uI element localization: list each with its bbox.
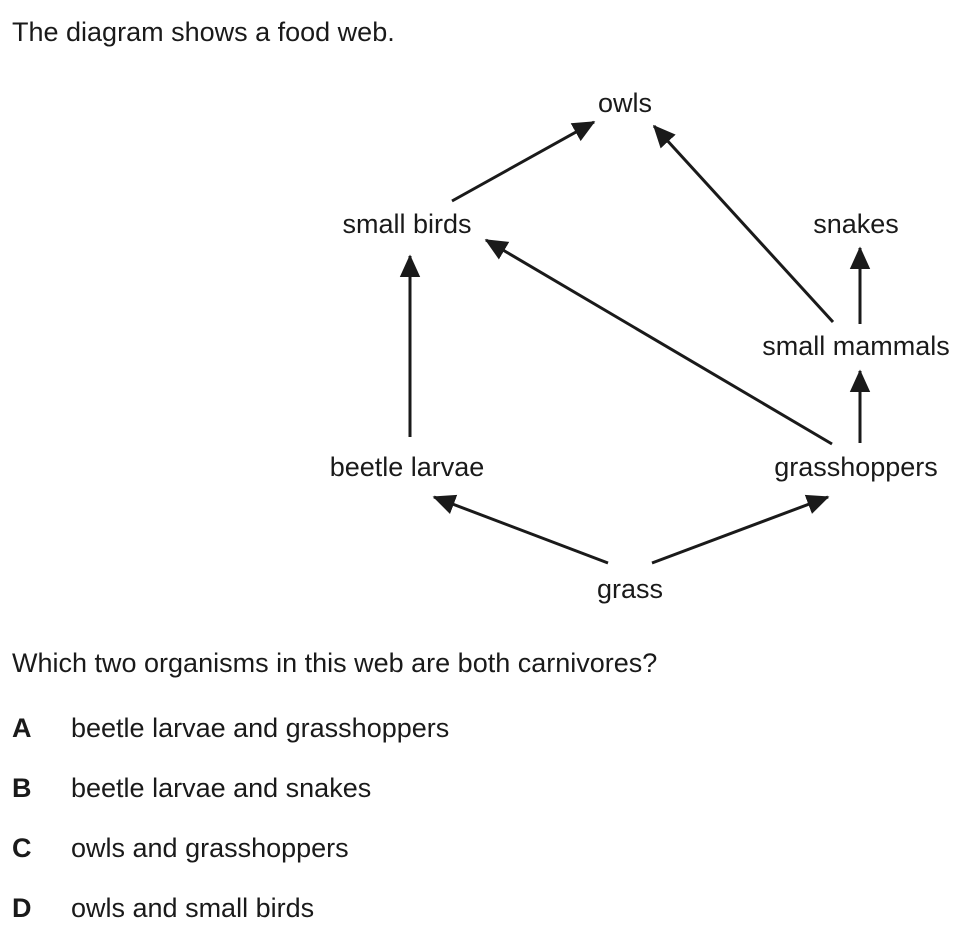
option-letter: B (12, 773, 32, 803)
label-grass: grass (597, 574, 663, 604)
arrow-small-birds-to-owls (451, 120, 596, 203)
option-b[interactable]: B beetle larvae and snakes (12, 770, 449, 830)
arrow-small-mammals-to-owls (652, 124, 835, 324)
label-snakes: snakes (813, 209, 899, 239)
option-a[interactable]: A beetle larvae and grasshoppers (12, 710, 449, 770)
option-text: beetle larvae and grasshoppers (71, 713, 450, 743)
arrow-grass-to-beetle-larvae (432, 494, 609, 565)
option-text: owls and grasshoppers (71, 833, 349, 863)
label-owls: owls (598, 88, 652, 118)
label-beetle-larvae: beetle larvae (330, 452, 485, 482)
label-small-mammals: small mammals (762, 331, 950, 361)
label-small-birds: small birds (342, 209, 471, 239)
question-text: Which two organisms in this web are both… (12, 648, 658, 678)
intro-text: The diagram shows a food web. (12, 17, 395, 47)
option-d[interactable]: D owls and small birds (12, 890, 449, 950)
arrow-grass-to-grasshoppers (651, 494, 830, 565)
option-text: beetle larvae and snakes (71, 773, 372, 803)
answer-options: A beetle larvae and grasshoppers B beetl… (12, 710, 449, 950)
option-c[interactable]: C owls and grasshoppers (12, 830, 449, 890)
option-letter: A (12, 713, 32, 743)
label-grasshoppers: grasshoppers (774, 452, 938, 482)
arrow-grasshoppers-to-small-birds (484, 238, 833, 446)
option-letter: D (12, 893, 32, 923)
feeding-arrows (399, 120, 871, 565)
option-letter: C (12, 833, 32, 863)
option-text: owls and small birds (71, 893, 315, 923)
